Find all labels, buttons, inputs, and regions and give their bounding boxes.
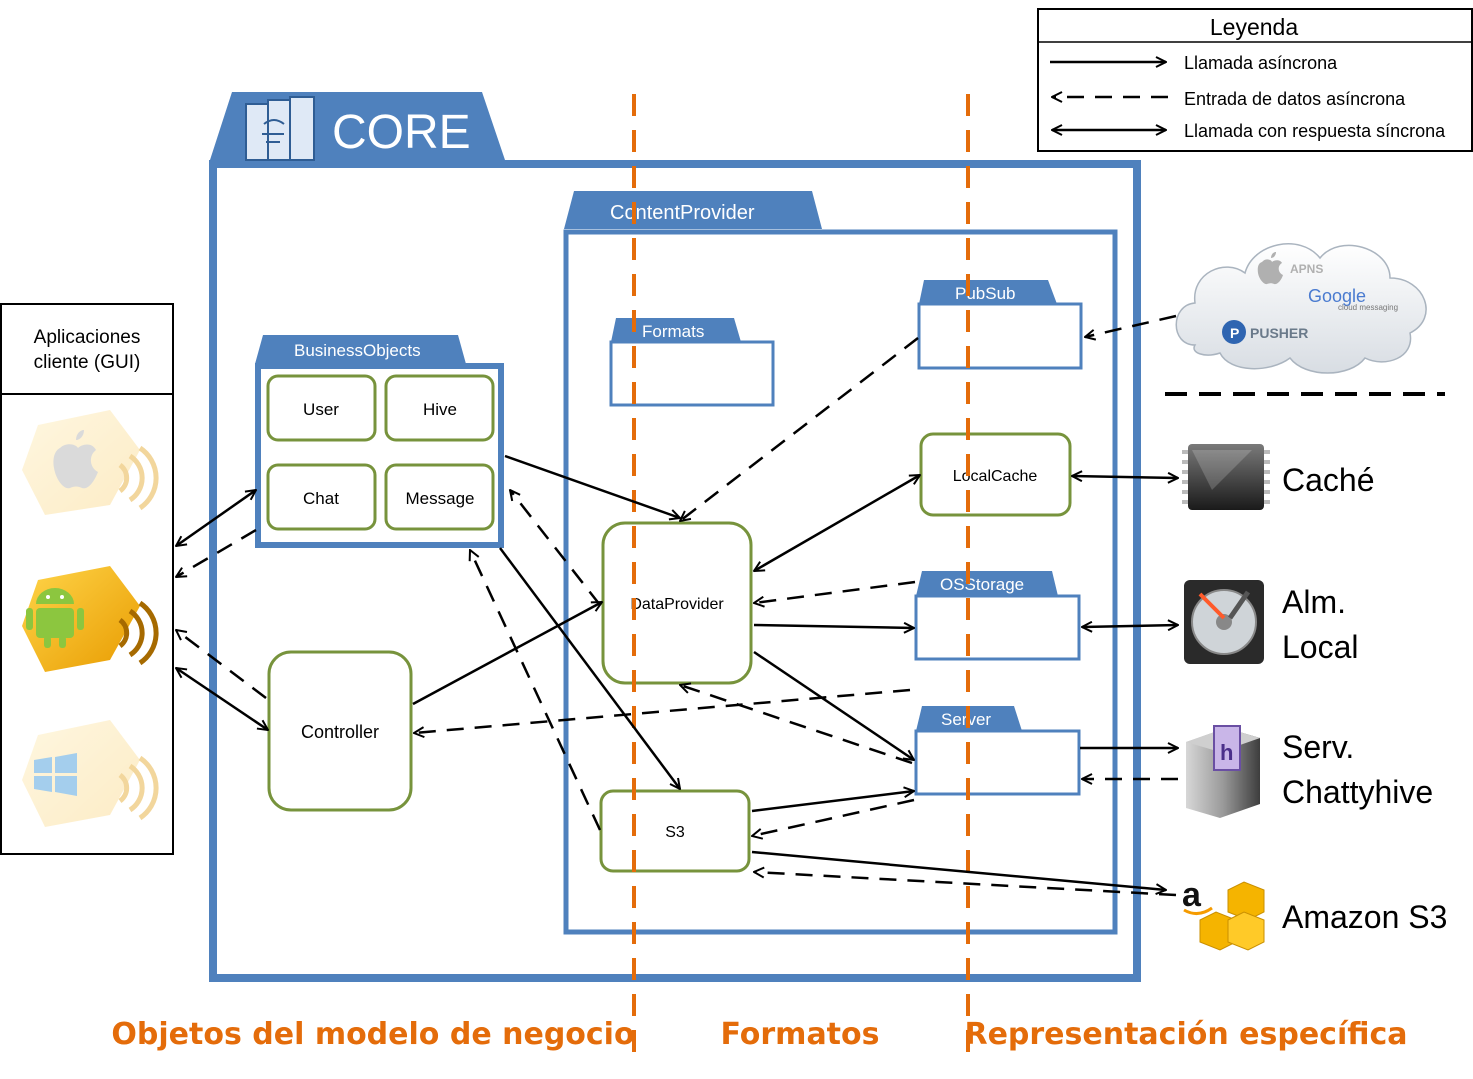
core-title: CORE: [332, 106, 471, 159]
amazon-s3-icon: a: [1182, 876, 1265, 951]
local-cache-component: LocalCache: [919, 432, 1072, 517]
java-books-icon: [245, 96, 315, 161]
server-label-line1: Serv.: [1282, 729, 1354, 765]
arrow-businessobjects-dataprovider: [504, 454, 680, 518]
arrow-server-s3-data: [752, 798, 915, 836]
s3-label: S3: [665, 824, 685, 841]
legend-item-sync-call: Llamada con respuesta síncrona: [1184, 121, 1446, 141]
amazon-label: Amazon S3: [1282, 899, 1447, 935]
arrow-controller-clients-data: [176, 630, 267, 699]
client-apps-title-line1: Aplicaciones: [34, 327, 141, 348]
osstorage-folder: OSStorage: [914, 571, 1081, 661]
section-label-specific: Representación específica: [964, 1017, 1407, 1052]
hard-disk-icon: [1184, 580, 1264, 664]
formats-folder: Formats: [609, 318, 775, 407]
storage-label-line1: Alm.: [1282, 584, 1346, 620]
arrow-controller-dataprovider: [412, 600, 602, 706]
arrow-dataprovider-osstorage: [753, 625, 914, 628]
message-object-label: Message: [406, 489, 475, 508]
data-provider-component: DataProvider: [601, 521, 753, 685]
formats-folder-label: Formats: [642, 322, 704, 341]
apple-app-icon: [22, 410, 159, 515]
pusher-label: PUSHER: [1250, 325, 1308, 341]
client-apps-panel: Aplicaciones cliente (GUI): [0, 303, 174, 855]
business-objects-title: BusinessObjects: [294, 341, 421, 360]
pusher-p-glyph: P: [1230, 325, 1239, 341]
server-icon: h: [1186, 725, 1260, 818]
arrow-osstorage-storage: [1082, 625, 1178, 627]
arrow-dataprovider-server: [753, 650, 914, 760]
data-provider-label: DataProvider: [630, 596, 724, 613]
server-h-glyph: h: [1220, 740, 1233, 765]
legend-title: Leyenda: [1210, 14, 1298, 40]
chat-object-label: Chat: [303, 489, 339, 508]
arrow-businessobjects-s3: [498, 547, 680, 789]
section-label-business: Objetos del modelo de negocio: [111, 1017, 634, 1052]
memory-chip-icon: [1182, 444, 1270, 510]
legend-item-async-call: Llamada asíncrona: [1184, 53, 1338, 73]
content-provider-title: ContentProvider: [610, 202, 755, 224]
cloud-services-icon: APNS Google cloud messaging P PUSHER: [1175, 243, 1427, 374]
google-label: Google: [1308, 286, 1366, 306]
arrow-dataprovider-businessobjects-data: [510, 490, 601, 606]
osstorage-folder-label: OSStorage: [940, 575, 1024, 594]
chat-object: [266, 463, 377, 531]
amazon-a-glyph: a: [1182, 876, 1202, 914]
user-object: [266, 374, 377, 442]
arrow-pubsub-dataprovider-data: [680, 337, 919, 521]
pubsub-folder-label: PubSub: [955, 284, 1016, 303]
legend-item-async-data: Entrada de datos asíncrona: [1184, 89, 1406, 109]
hive-object: [384, 374, 495, 442]
arrow-businessobjects-clients-data: [176, 528, 257, 577]
arrow-s3-server: [751, 791, 914, 813]
gcm-label: cloud messaging: [1338, 303, 1398, 312]
legend: Leyenda Llamada asíncrona Entrada de dat…: [1037, 8, 1473, 152]
cache-label: Caché: [1282, 462, 1375, 498]
server-folder: Server: [914, 706, 1081, 796]
section-label-formats: Formatos: [721, 1017, 880, 1052]
arrow-clients-businessobjects: [176, 490, 256, 546]
arrow-dataprovider-localcache: [754, 475, 920, 571]
android-app-icon: [22, 566, 159, 672]
arrow-clients-controller: [176, 668, 268, 730]
arrow-s3-amazon: [751, 850, 1166, 890]
arrow-localcache-cache: [1072, 476, 1178, 478]
local-cache-label: LocalCache: [953, 468, 1038, 485]
client-apps-title-line2: cliente (GUI): [34, 352, 141, 373]
storage-label-line2: Local: [1282, 629, 1359, 665]
content-provider-package: ContentProvider: [563, 191, 1118, 935]
user-object-label: User: [303, 400, 339, 419]
windows-app-icon: [22, 720, 159, 827]
s3-component: S3: [599, 789, 751, 873]
arrow-server-dataprovider-data: [680, 685, 913, 765]
connection-arrows: [176, 314, 1178, 897]
core-package: CORE: [209, 92, 1141, 982]
apns-label: APNS: [1290, 262, 1323, 276]
server-label-line2: Chattyhive: [1282, 774, 1433, 810]
arrow-server-controller-data: [414, 688, 911, 733]
arrow-osstorage-dataprovider-data: [754, 580, 916, 603]
arrow-s3-businessobjects-data: [470, 550, 602, 831]
arrow-cloud-pubsub-data: [1085, 314, 1177, 337]
controller-component: Controller: [267, 650, 413, 812]
controller-label: Controller: [301, 722, 379, 742]
hive-object-label: Hive: [423, 400, 457, 419]
message-object: [384, 463, 495, 531]
arrow-amazon-s3-data: [754, 872, 1177, 897]
pubsub-folder: PubSub: [917, 280, 1083, 370]
business-objects-package: BusinessObjects User Hive Chat Message: [255, 335, 504, 548]
